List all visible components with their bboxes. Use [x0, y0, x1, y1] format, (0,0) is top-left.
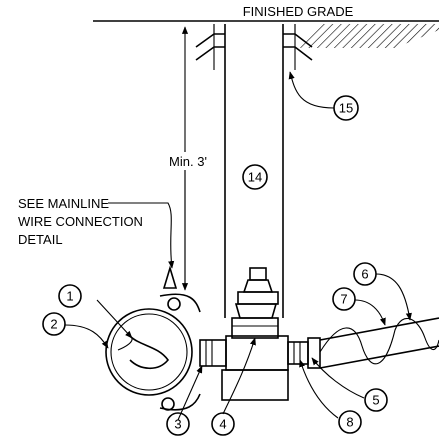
- callout-14: 14: [242, 164, 268, 190]
- svg-text:8: 8: [346, 415, 353, 430]
- lateral-pipe: [319, 317, 439, 369]
- svg-text:14: 14: [248, 170, 262, 185]
- valve-base-gravel: [221, 369, 289, 401]
- callout-15: 15: [333, 95, 359, 121]
- mainline-leader: [108, 202, 175, 269]
- svg-text:7: 7: [340, 292, 347, 307]
- callout-4: 4: [211, 412, 235, 436]
- wire-connector: [162, 265, 178, 289]
- callout-3: 3: [166, 412, 190, 436]
- fittings: [199, 335, 289, 371]
- mainline-pipe: [105, 293, 201, 411]
- callout-2: 2: [42, 312, 66, 336]
- outlet-fittings: [287, 337, 321, 369]
- finished-grade-label: FINISHED GRADE: [243, 4, 354, 19]
- mainline-note-line3: DETAIL: [18, 232, 63, 247]
- svg-text:6: 6: [361, 267, 368, 282]
- mainline-note-line2: WIRE CONNECTION: [18, 214, 143, 229]
- svg-text:1: 1: [66, 289, 73, 304]
- callout-8: 8: [338, 410, 362, 434]
- callout-1: 1: [58, 284, 82, 308]
- callout-7: 7: [332, 287, 356, 311]
- valve-box: [195, 24, 313, 318]
- valve-body: [231, 267, 279, 339]
- svg-text:3: 3: [174, 417, 181, 432]
- svg-text:2: 2: [50, 317, 57, 332]
- svg-text:15: 15: [339, 101, 353, 116]
- min-depth-label: Min. 3': [169, 154, 207, 169]
- soil-hatch: [300, 24, 439, 48]
- svg-text:5: 5: [372, 393, 379, 408]
- mainline-note-line1: SEE MAINLINE: [18, 196, 109, 211]
- callout-6: 6: [353, 262, 377, 286]
- callout-5: 5: [364, 388, 388, 412]
- svg-text:4: 4: [219, 417, 226, 432]
